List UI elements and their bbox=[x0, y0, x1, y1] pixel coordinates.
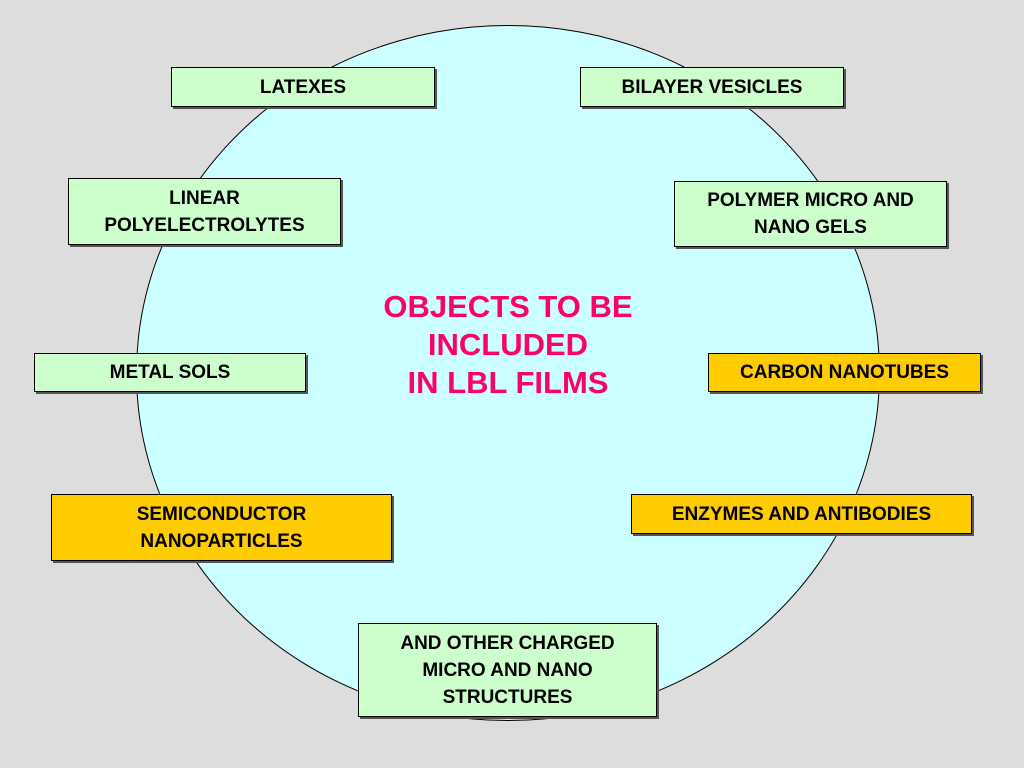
diagram-title: OBJECTS TO BE INCLUDED IN LBL FILMS bbox=[383, 289, 633, 400]
box-label: CARBON NANOTUBES bbox=[740, 362, 949, 383]
box-other-structures: AND OTHER CHARGED MICRO AND NANO STRUCTU… bbox=[358, 623, 657, 717]
box-enzymes-antibodies: ENZYMES AND ANTIBODIES bbox=[631, 494, 972, 534]
box-polymer-gels: POLYMER MICRO AND NANO GELS bbox=[674, 181, 947, 247]
box-linear-polyelectrolytes: LINEAR POLYELECTROLYTES bbox=[68, 178, 341, 245]
box-label: SEMICONDUCTOR NANOPARTICLES bbox=[136, 503, 307, 552]
box-carbon-nanotubes: CARBON NANOTUBES bbox=[708, 353, 981, 392]
box-label: BILAYER VESICLES bbox=[621, 76, 803, 98]
box-label: POLYMER MICRO AND NANO GELS bbox=[707, 190, 914, 238]
box-label: AND OTHER CHARGED MICRO AND NANO STRUCTU… bbox=[400, 632, 615, 708]
box-label: ENZYMES AND ANTIBODIES bbox=[671, 503, 932, 525]
box-bilayer-vesicles: BILAYER VESICLES bbox=[580, 67, 844, 107]
box-semiconductor-nanoparticles: SEMICONDUCTOR NANOPARTICLES bbox=[51, 494, 392, 561]
box-label: LINEAR POLYELECTROLYTES bbox=[104, 187, 305, 236]
box-metal-sols: METAL SOLS bbox=[34, 353, 306, 392]
box-label: METAL SOLS bbox=[109, 362, 231, 383]
box-latexes: LATEXES bbox=[171, 67, 435, 107]
box-label: LATEXES bbox=[259, 76, 347, 98]
